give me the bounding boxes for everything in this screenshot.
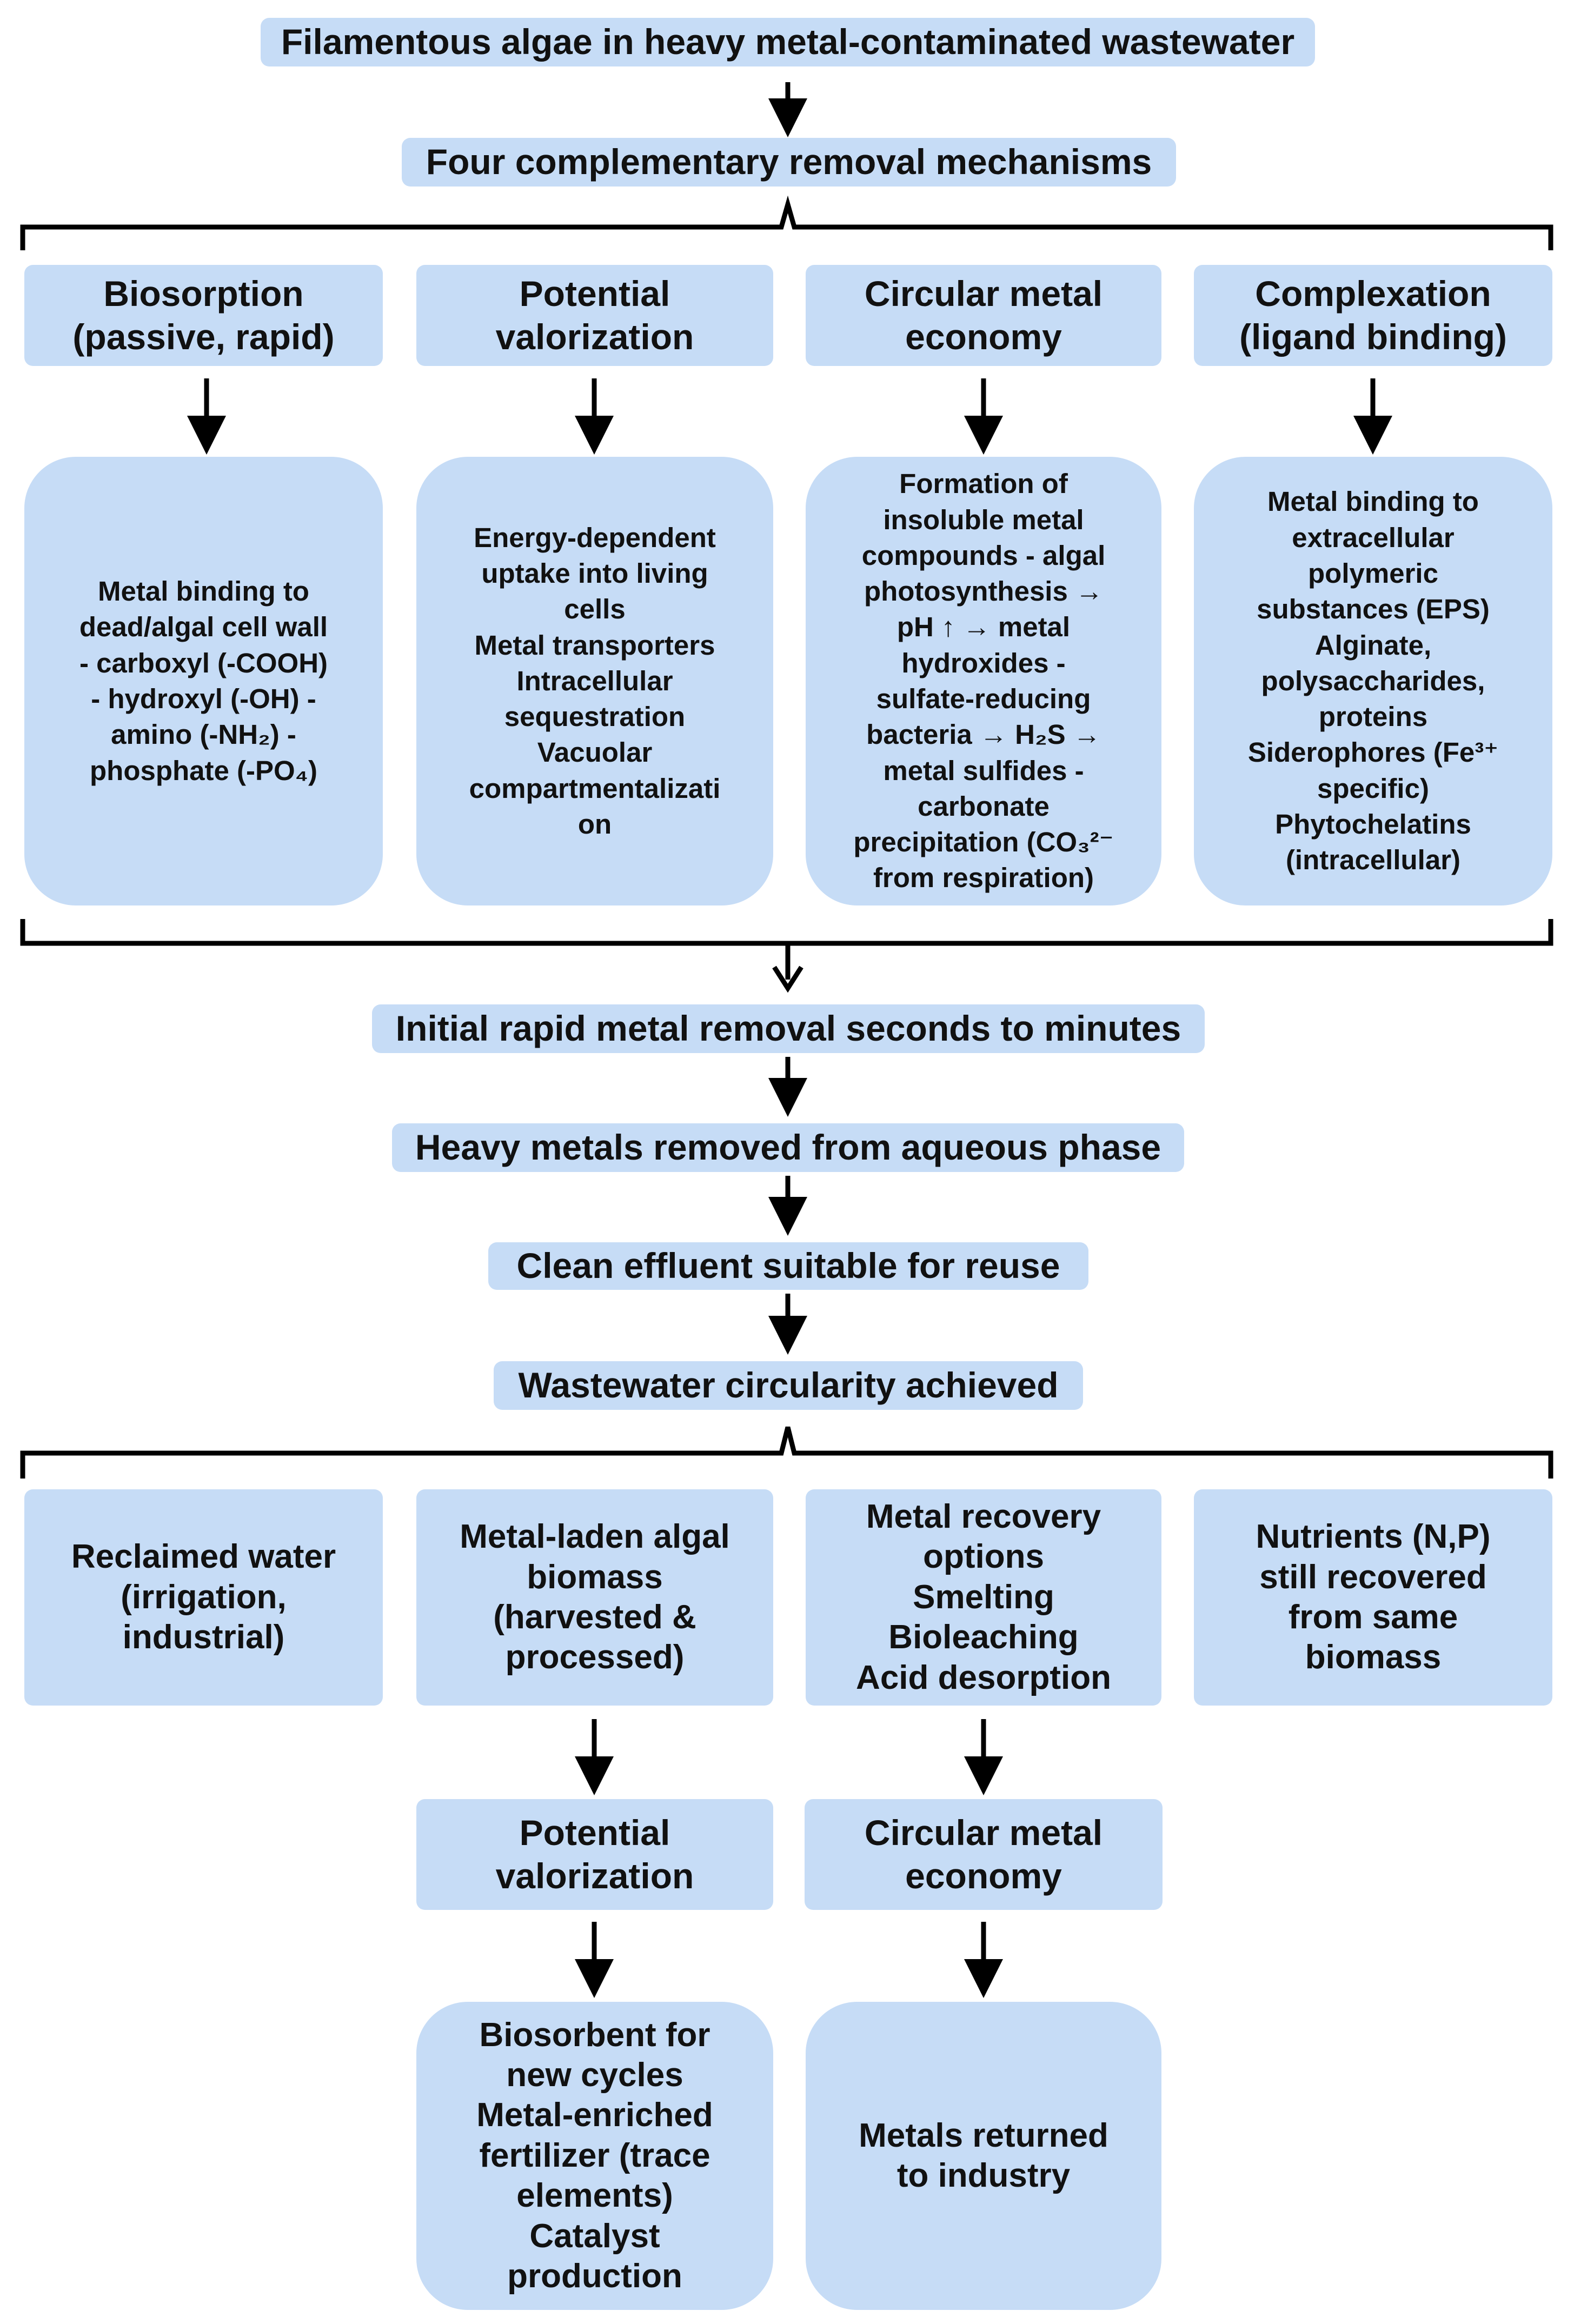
- top-title-box: Filamentous algae in heavy metal-contami…: [261, 18, 1315, 66]
- branch-left-result-box: Biosorbent for new cycles Metal-enriched…: [416, 2002, 773, 2310]
- mechanism-4-detail: Metal binding to extracellular polymeric…: [1194, 457, 1552, 905]
- bracket-mechanisms-bottom: [20, 919, 1553, 980]
- mechanism-1-name: Biosorption (passive, rapid): [72, 274, 335, 357]
- mechanisms-title-text: Four complementary removal mechanisms: [426, 142, 1152, 182]
- mechanism-1-detail: Metal binding to dead/algal cell wall - …: [24, 457, 383, 905]
- branch-right-result-box: Metals returned to industry: [806, 2002, 1161, 2310]
- branch-right-title-box: Circular metal economy: [805, 1799, 1163, 1910]
- step-1-text: Initial rapid metal removal seconds to m…: [395, 1008, 1181, 1049]
- mechanism-2-detail: Energy-dependent uptake into living cell…: [416, 457, 773, 905]
- bracket-mechanisms-top: [20, 195, 1553, 250]
- step-4-text: Wastewater circularity achieved: [518, 1365, 1059, 1406]
- mechanism-1-box: Biosorption (passive, rapid): [24, 265, 383, 366]
- arrowhead-bracket-to-step-1: [772, 965, 803, 993]
- mechanism-2-box: Potential valorization: [416, 265, 773, 366]
- step-4-box: Wastewater circularity achieved: [494, 1361, 1083, 1410]
- outcome-4-box: Nutrients (N,P) still recovered from sam…: [1194, 1489, 1552, 1706]
- outcome-1-box: Reclaimed water (irrigation, industrial): [24, 1489, 383, 1706]
- mechanism-3-name: Circular metal economy: [864, 274, 1103, 357]
- mechanism-3-box: Circular metal economy: [806, 265, 1161, 366]
- step-3-text: Clean effluent suitable for reuse: [516, 1246, 1060, 1286]
- branch-left-title-box: Potential valorization: [416, 1799, 773, 1910]
- top-title-text: Filamentous algae in heavy metal-contami…: [281, 22, 1295, 62]
- bracket-outcomes-top: [20, 1426, 1553, 1479]
- mechanism-2-name: Potential valorization: [495, 274, 694, 357]
- mechanism-3-detail: Formation of insoluble metal compounds -…: [806, 457, 1161, 905]
- mechanisms-title-box: Four complementary removal mechanisms: [402, 138, 1176, 187]
- mechanism-4-box: Complexation (ligand binding): [1194, 265, 1552, 366]
- outcome-2-box: Metal-laden algal biomass (harvested & p…: [416, 1489, 773, 1706]
- outcome-3-box: Metal recovery options Smelting Bioleach…: [806, 1489, 1161, 1706]
- step-1-box: Initial rapid metal removal seconds to m…: [372, 1004, 1205, 1053]
- step-2-box: Heavy metals removed from aqueous phase: [392, 1123, 1184, 1172]
- mechanism-4-name: Complexation (ligand binding): [1239, 274, 1507, 357]
- step-2-text: Heavy metals removed from aqueous phase: [415, 1127, 1161, 1168]
- step-3-box: Clean effluent suitable for reuse: [488, 1242, 1088, 1290]
